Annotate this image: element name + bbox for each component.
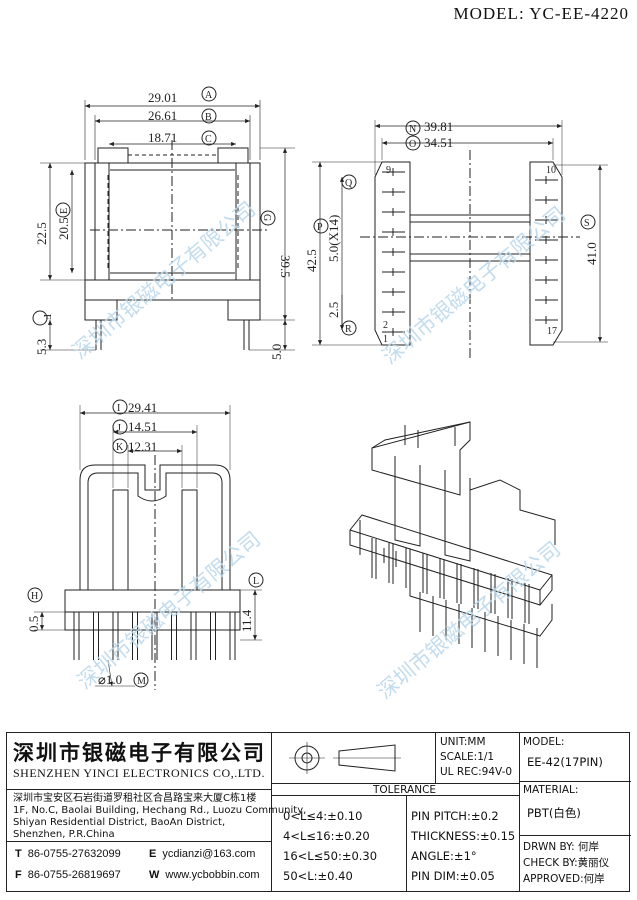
letter-a: A	[205, 90, 213, 101]
title-block: 深圳市银磁电子有限公司 SHENZHEN YINCI ELECTRONICS C…	[6, 732, 631, 892]
dim-22-5: 22.5	[34, 222, 49, 245]
letter-p: P	[317, 222, 323, 233]
address-line-4: Shenzhen, P.R.China	[13, 829, 115, 840]
approved-by: APPROVED:何岸	[523, 873, 605, 885]
drawn-by: DRWN BY: 何岸	[523, 841, 600, 853]
angle-spec: ANGLE:±1°	[411, 849, 477, 863]
top-view	[312, 120, 608, 360]
tolerance-row-4: 50<L:±0.40	[283, 869, 353, 883]
pin-label-2: 2	[383, 320, 388, 331]
letter-l: L	[253, 576, 259, 587]
watermark-4: 深圳市银磁电子有限公司	[373, 537, 565, 704]
letter-r: R	[345, 324, 352, 335]
letter-i: I	[117, 403, 120, 414]
front-view-labels: 29.41 14.51 12.31 I J K H L M 0.5 11.4 ⌀…	[26, 400, 259, 687]
letter-b: B	[205, 112, 212, 123]
dim-0-5: 0.5	[26, 616, 41, 632]
pin-pitch-spec: PIN PITCH:±0.2	[411, 809, 499, 823]
ul-text: UL REC:94V-0	[440, 766, 513, 778]
dim-39-5: 39.5	[278, 255, 293, 278]
dim-12-31: 12.31	[128, 439, 157, 454]
dim-pitch: 5.0(X14)	[326, 215, 341, 262]
pin-label-1: 1	[383, 334, 388, 345]
pin-dim-spec: PIN DIM:±0.05	[411, 869, 495, 883]
letter-m: M	[137, 676, 146, 687]
dim-11-4: 11.4	[239, 609, 254, 632]
dim-39-81: 39.81	[424, 119, 453, 134]
letter-h: H	[31, 591, 38, 602]
tel-row: T 86-0755-27632099	[15, 848, 121, 860]
dim-20-5: 20.5	[56, 217, 71, 240]
letter-q: Q	[345, 178, 353, 189]
letter-k: K	[116, 442, 124, 453]
side-view	[32, 86, 295, 351]
web-label: W	[149, 869, 160, 881]
letter-o: O	[409, 139, 416, 150]
dim-29-01: 29.01	[148, 90, 177, 105]
dim-5-0: 5.0	[269, 344, 284, 360]
material-value: PBT(白色)	[527, 806, 581, 820]
dim-14-51: 14.51	[128, 419, 157, 434]
address-line-3: Shiyan Residential District, BaoAn Distr…	[13, 817, 226, 828]
material-label: MATERIAL:	[523, 784, 579, 796]
email-value: ycdianzi@163.com	[162, 848, 256, 860]
tolerance-row-1: 0<L≤4:±0.10	[283, 809, 363, 823]
dim-18-71: 18.71	[148, 130, 177, 145]
tolerance-row-2: 4<L≤16:±0.20	[283, 829, 370, 843]
letter-n: N	[409, 124, 416, 135]
address-line-1: 深圳市宝安区石岩街道罗租社区合昌路宝来大厦C栋1楼	[13, 793, 257, 804]
company-name-cn: 深圳市银磁电子有限公司	[13, 740, 266, 765]
side-view-labels: 29.01 26.61 18.71 A B C 22.5 20.5 E 39.5…	[34, 90, 293, 360]
model-label: MODEL:	[523, 736, 565, 748]
unit-text: UNIT:MM	[440, 736, 486, 748]
tel-value: 86-0755-27632099	[27, 848, 121, 860]
top-view-labels: 39.81 34.51 N O Q P R S 42.5 5.0(X14) 2.…	[304, 119, 599, 345]
checked-by: CHECK BY:黄丽仪	[523, 857, 610, 869]
letter-g: G	[261, 214, 272, 221]
letter-e: E	[59, 208, 70, 214]
dim-5-3: 5.3	[34, 339, 49, 355]
web-value: www.ycbobbin.com	[165, 869, 260, 881]
tolerance-title: TOLERANCE	[373, 784, 437, 796]
letter-f: F	[41, 314, 52, 320]
pin-label-9: 9	[386, 165, 391, 176]
dim-42-5: 42.5	[304, 249, 319, 272]
isometric-view	[349, 421, 556, 668]
letter-c: C	[205, 134, 212, 145]
watermark-3: 深圳市银磁电子有限公司	[73, 527, 265, 694]
pin-label-10: 10	[546, 165, 556, 176]
scale-text: SCALE:1/1	[440, 751, 495, 763]
dim-41-0: 41.0	[584, 242, 599, 265]
letter-s: S	[584, 218, 590, 229]
dim-29-41: 29.41	[128, 400, 157, 415]
tolerance-row-3: 16<L≤50:±0.30	[283, 849, 378, 863]
pin-label-17: 17	[547, 326, 557, 337]
dim-pin-dia: ⌀1.0	[98, 672, 122, 687]
company-name-en: SHENZHEN YINCI ELECTRONICS CO,.LTD.	[13, 766, 265, 780]
email-label: E	[149, 848, 157, 860]
fax-value: 86-0755-26819697	[27, 869, 121, 881]
address-line-2: 1F, No.C, Baolai Building, Hechang Rd., …	[13, 805, 307, 816]
tel-label: T	[15, 848, 22, 860]
dim-34-51: 34.51	[424, 135, 453, 150]
letter-j: J	[117, 423, 121, 434]
dim-2-5: 2.5	[326, 302, 341, 318]
dim-26-61: 26.61	[148, 108, 177, 123]
fax-row: F 86-0755-26819697	[15, 869, 121, 881]
model-header: MODEL: YC-EE-4220	[453, 4, 629, 23]
front-view	[27, 399, 264, 690]
watermark-2: 深圳市银磁电子有限公司	[378, 202, 570, 369]
fax-label: F	[15, 869, 22, 881]
model-value: EE-42(17PIN)	[527, 755, 603, 769]
projection-symbol	[289, 742, 401, 774]
thickness-spec: THICKNESS:±0.15	[411, 829, 516, 843]
